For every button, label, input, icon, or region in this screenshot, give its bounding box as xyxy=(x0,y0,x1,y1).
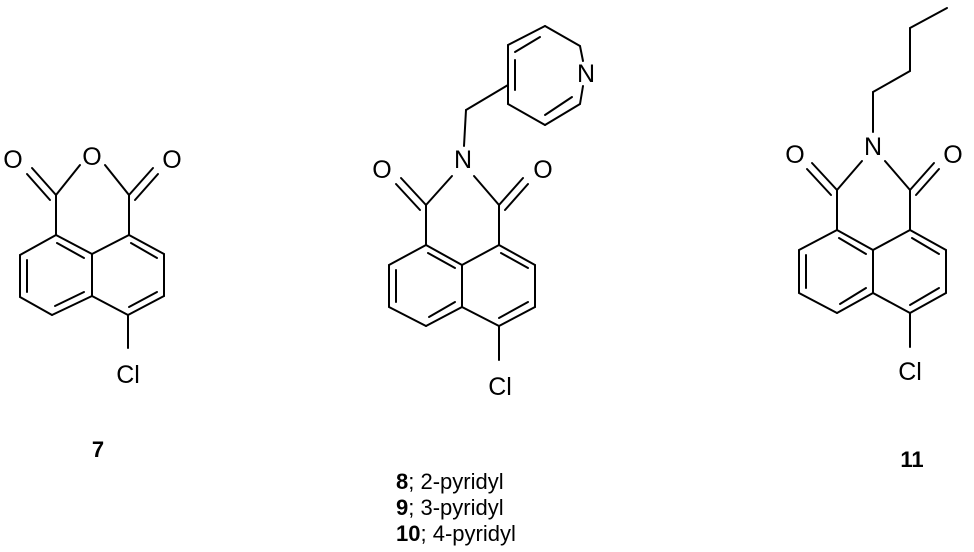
compound-10-desc: ; 4-pyridyl xyxy=(420,521,515,546)
chlorine-label: Cl xyxy=(898,358,922,386)
compound-8-number: 8 xyxy=(396,469,408,494)
oxygen-label: O xyxy=(162,146,181,174)
pyridine-nitrogen-label: N xyxy=(577,60,595,88)
compound-8-desc: ; 2-pyridyl xyxy=(408,469,503,494)
nitrogen-label: N xyxy=(864,133,882,161)
compound-10-caption: 10; 4-pyridyl xyxy=(396,521,516,546)
compound-9-desc: ; 3-pyridyl xyxy=(408,495,503,520)
chlorine-label: Cl xyxy=(488,373,512,401)
compound-9-caption: 9; 3-pyridyl xyxy=(396,495,504,520)
compound-8-10-structure: O N O N Cl xyxy=(372,25,595,401)
compound-7-structure: O O O Cl xyxy=(3,143,181,389)
oxygen-label: O xyxy=(785,141,804,169)
compound-7-label: 7 xyxy=(92,437,104,462)
oxygen-label: O xyxy=(533,156,552,184)
compound-11-structure: O N O Cl xyxy=(785,7,963,386)
compound-11-label: 11 xyxy=(900,447,923,472)
chlorine-label: Cl xyxy=(116,361,140,389)
oxygen-label: O xyxy=(3,146,22,174)
nitrogen-label: N xyxy=(454,146,472,174)
compound-8-caption: 8; 2-pyridyl xyxy=(396,469,504,494)
oxygen-label: O xyxy=(82,143,101,171)
compound-10-number: 10 xyxy=(396,521,420,546)
oxygen-label: O xyxy=(943,141,962,169)
compound-9-number: 9 xyxy=(396,495,408,520)
oxygen-label: O xyxy=(372,156,391,184)
